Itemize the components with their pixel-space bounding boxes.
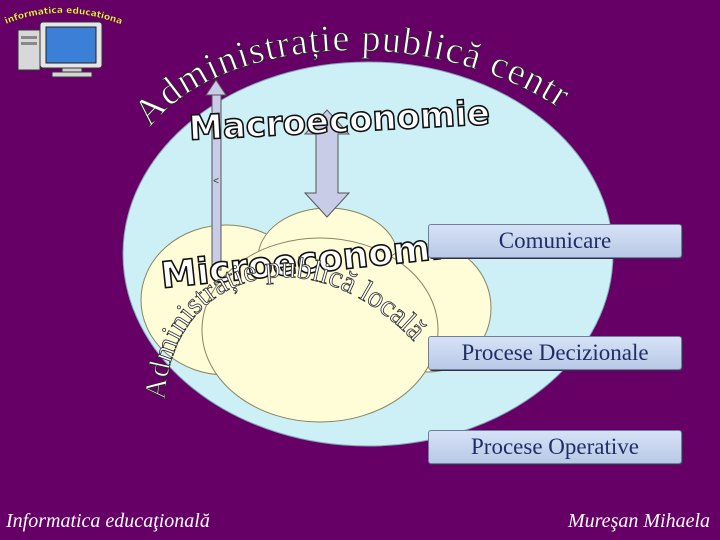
footer-left: Informatica educaţională [6, 510, 210, 532]
footer-right: Mureşan Mihaela [567, 510, 710, 532]
computer-monitor-icon [17, 21, 103, 78]
double-arrow-center [303, 109, 351, 218]
local-administration-cluster [140, 207, 492, 423]
comunicare-box: Comunicare [428, 224, 682, 258]
procese-decizionale-box: Procese Decizionale [428, 336, 682, 370]
svg-text:<: < [213, 176, 219, 187]
inner-circle-bottom [201, 237, 439, 423]
vertical-arrow-left: < [205, 79, 227, 271]
logo: informatica educationala [0, 0, 124, 78]
procese-operative-box: Procese Operative [428, 430, 682, 464]
